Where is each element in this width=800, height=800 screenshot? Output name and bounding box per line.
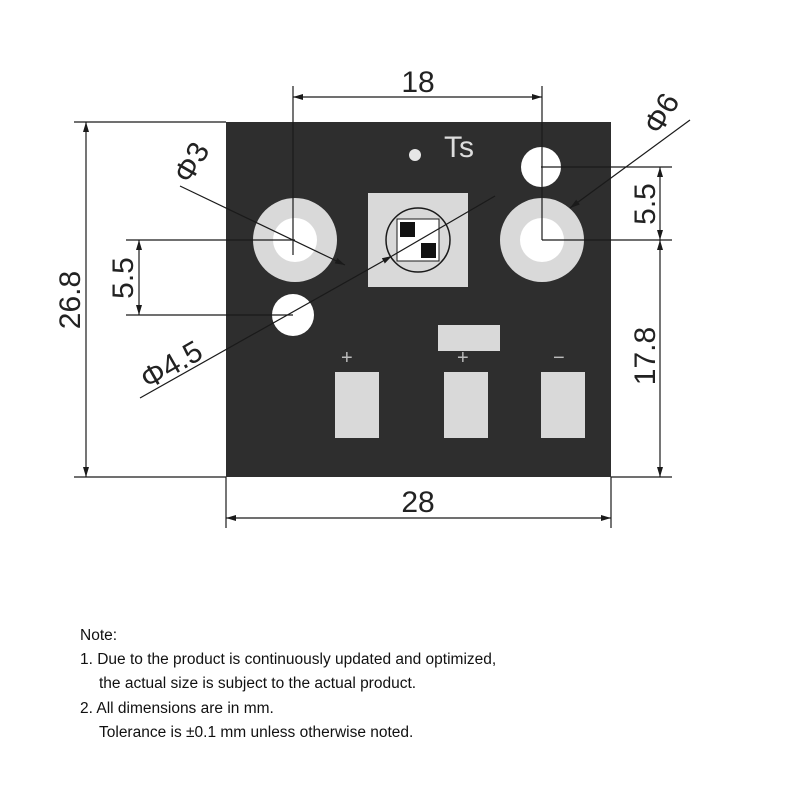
polarity-3: −: [553, 347, 565, 369]
dim-text-28: 28: [401, 486, 434, 519]
dimension-drawing: Ts + + −: [54, 66, 691, 528]
dim-text-55-right: 5.5: [629, 183, 662, 225]
solder-pad-1: [335, 372, 379, 438]
marker-dot: [409, 149, 421, 161]
dim-text-55-left: 5.5: [107, 257, 140, 299]
pcb-label: Ts: [444, 131, 474, 164]
dim-text-178: 17.8: [629, 327, 662, 385]
note-line-2: 2. All dimensions are in mm.: [80, 699, 274, 717]
led-ring: [385, 207, 451, 273]
leader-dia-3: [179, 185, 346, 266]
notes-title: Note:: [80, 627, 118, 644]
leader-dia-45-ext: [391, 195, 496, 257]
led-die-2: [421, 243, 436, 258]
dim-text-268: 26.8: [54, 271, 87, 329]
dim-text-dia-6: Φ6: [637, 88, 686, 140]
polarity-1: +: [341, 347, 353, 369]
led-die-1: [400, 222, 415, 237]
note-line-1b: the actual size is subject to the actual…: [99, 675, 417, 693]
leader-dia-6: [569, 119, 691, 209]
note-line-2b: Tolerance is ±0.1 mm unless otherwise no…: [99, 723, 414, 741]
top-bar-pad: [438, 325, 500, 351]
solder-pad-3: [541, 372, 585, 438]
dim-text-dia-45: Φ4.5: [135, 335, 208, 396]
dim-text-18: 18: [401, 66, 434, 99]
polarity-2: +: [457, 347, 469, 369]
dim-text-dia-3: Φ3: [167, 137, 216, 189]
solder-pad-2: [444, 372, 488, 438]
leader-dia-45: [139, 255, 393, 399]
notes-block: Note: 1. Due to the product is continuou…: [80, 624, 496, 745]
note-line-1: 1. Due to the product is continuously up…: [80, 651, 497, 669]
